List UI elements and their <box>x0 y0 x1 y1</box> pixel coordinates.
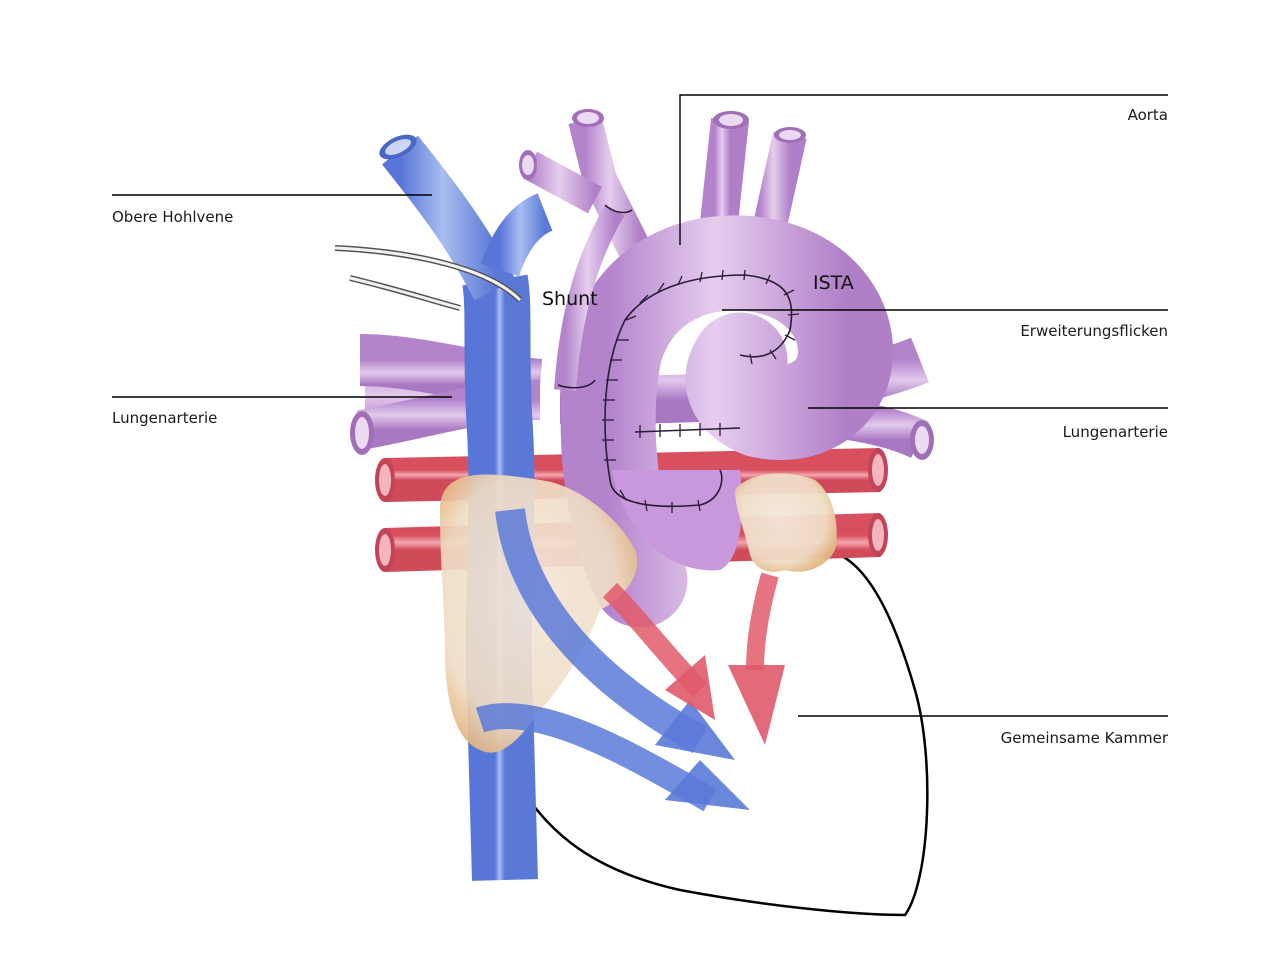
ventricle-outline <box>503 553 929 917</box>
shunt-graft <box>554 204 633 391</box>
aorta <box>519 109 893 628</box>
label-lungenarterie-right: Lungenarterie <box>1062 423 1168 441</box>
leader-aorta <box>679 94 1168 245</box>
blood-flow-arrows <box>475 508 785 812</box>
label-shunt: Shunt <box>542 288 598 310</box>
label-gemeinsame-kammer: Gemeinsame Kammer <box>1000 729 1168 747</box>
leader-lines <box>112 94 1168 717</box>
label-erweiterungsflicken: Erweiterungsflicken <box>1020 322 1168 340</box>
cannula-lines <box>334 245 523 311</box>
label-obere-hohlvene: Obere Hohlvene <box>112 208 234 226</box>
label-aorta: Aorta <box>1127 106 1168 124</box>
label-ista: ISTA <box>813 272 854 294</box>
label-lungenarterie-left: Lungenarterie <box>112 409 218 427</box>
